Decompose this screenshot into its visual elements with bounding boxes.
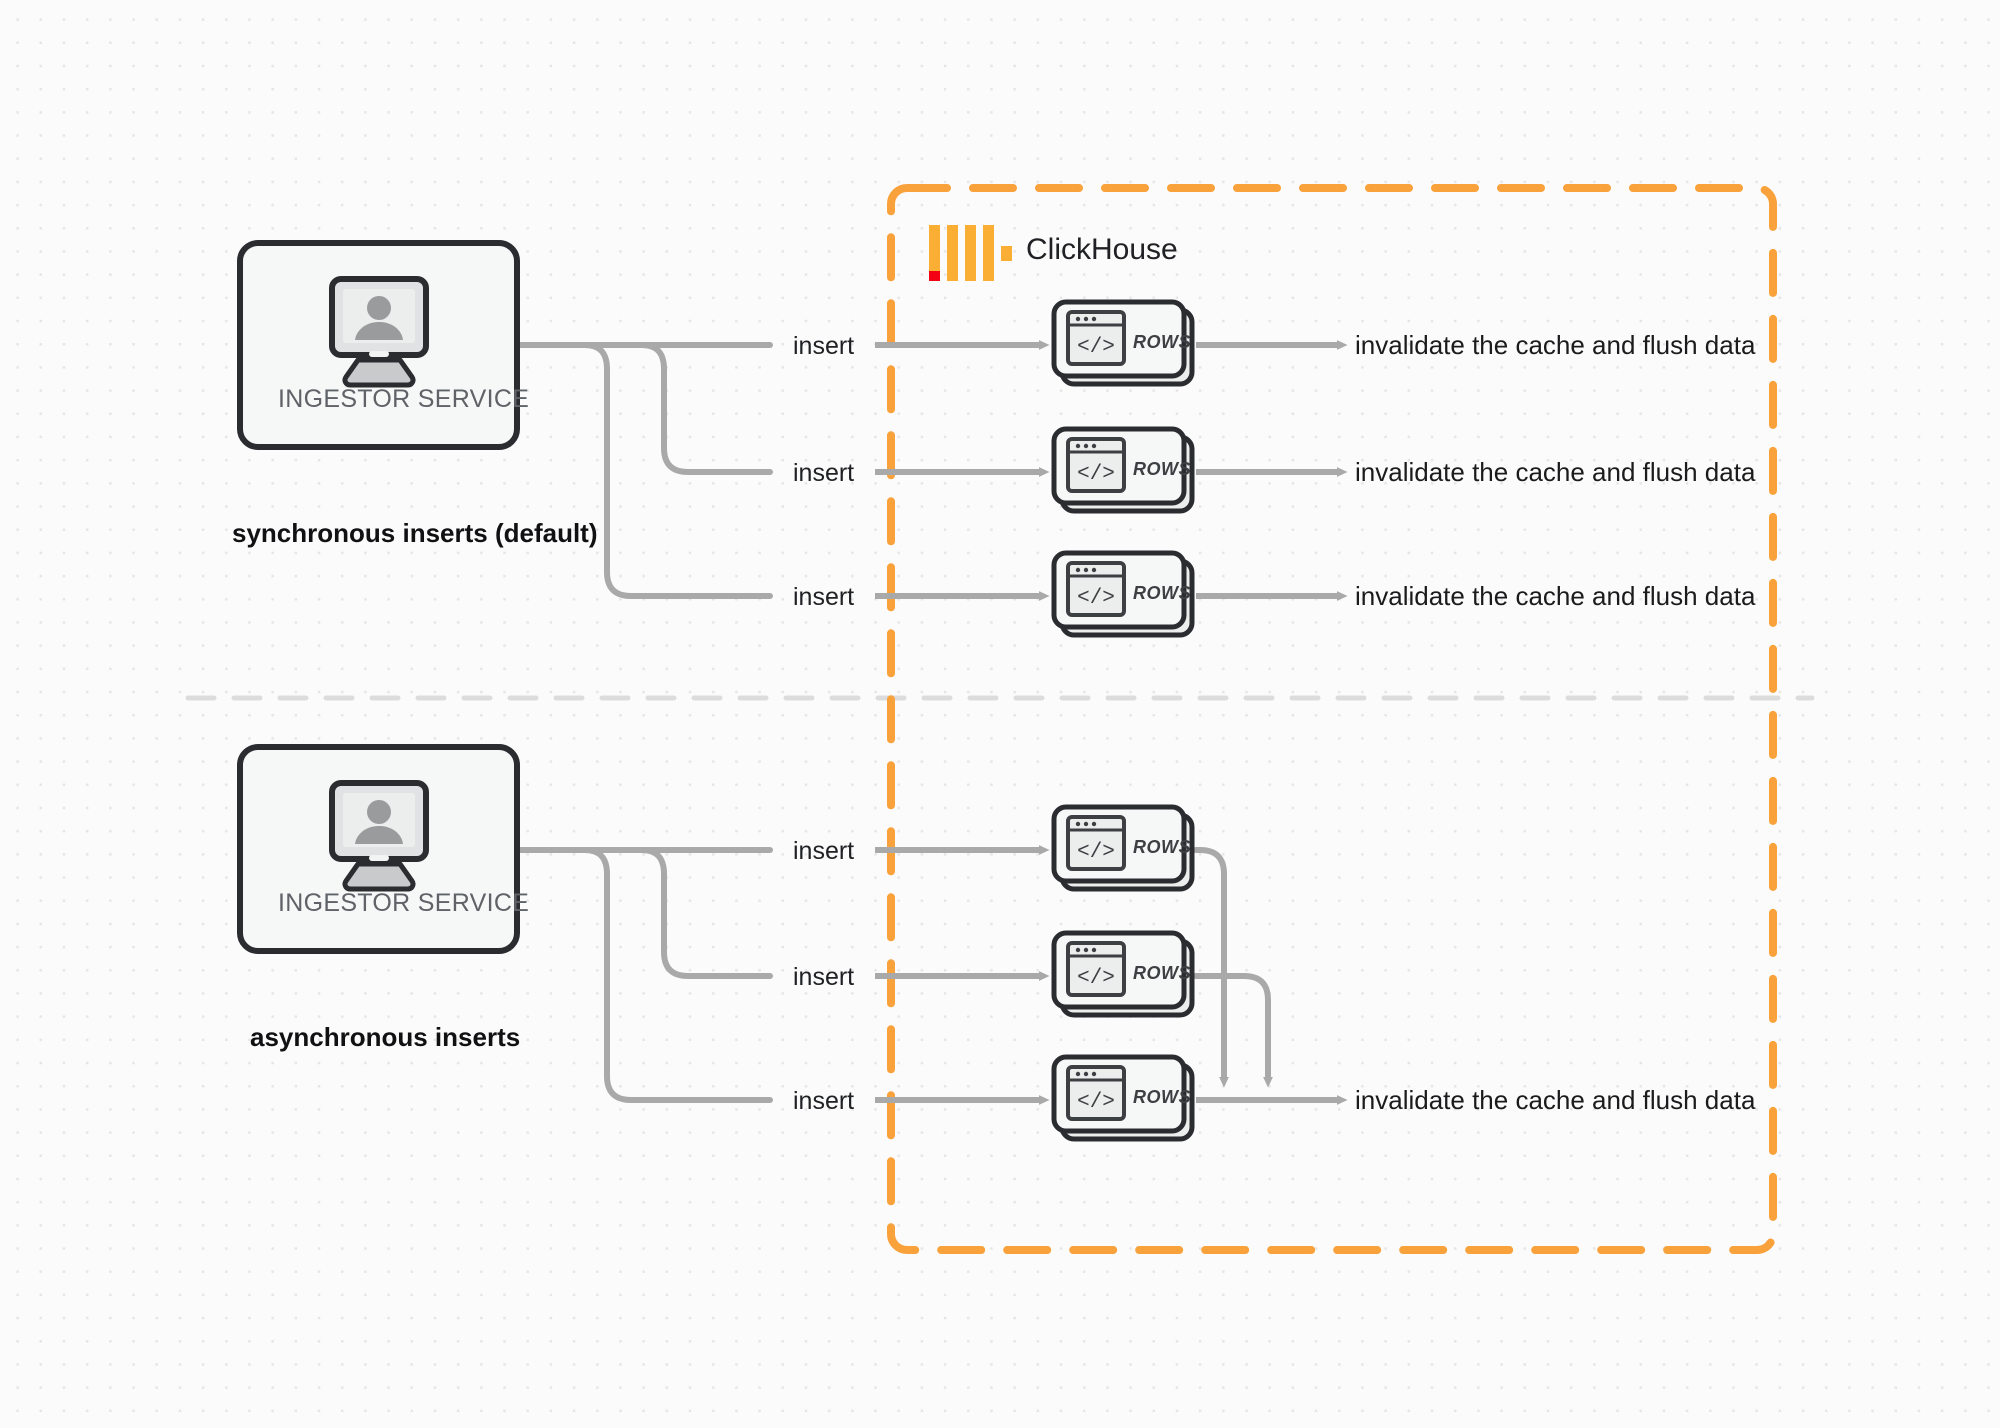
async-branch-row2 bbox=[637, 847, 773, 979]
async-branch-row3 bbox=[580, 847, 773, 1103]
async-merge-row2 bbox=[1193, 973, 1273, 1088]
flush-result-label: invalidate the cache and flush data bbox=[1355, 457, 1756, 487]
rows-card[interactable]: </> bbox=[1051, 1054, 1195, 1142]
insert-label: insert bbox=[793, 332, 855, 360]
monitor-user-icon bbox=[329, 276, 429, 388]
rows-card-label: ROWS bbox=[1133, 332, 1191, 352]
svg-text:</>: </> bbox=[1077, 1091, 1115, 1114]
code-window-icon: </> bbox=[1066, 941, 1126, 997]
rows-card-label: ROWS bbox=[1133, 459, 1191, 479]
rows-card-label: ROWS bbox=[1133, 1087, 1191, 1107]
sync-branch-row3 bbox=[580, 342, 773, 599]
insert-label: insert bbox=[793, 459, 855, 487]
ingestor-service-node-async[interactable] bbox=[237, 744, 520, 954]
svg-text:</>: </> bbox=[1077, 587, 1115, 610]
rows-card[interactable]: </> bbox=[1051, 299, 1195, 387]
rows-card-label: ROWS bbox=[1133, 583, 1191, 603]
rows-card[interactable]: </> bbox=[1051, 930, 1195, 1018]
clickhouse-brand-label: ClickHouse bbox=[1026, 233, 1178, 266]
clickhouse-logo-icon bbox=[929, 225, 1012, 281]
code-window-icon: </> bbox=[1066, 437, 1126, 493]
code-window-icon: </> bbox=[1066, 815, 1126, 871]
code-window-icon: </> bbox=[1066, 561, 1126, 617]
code-window-icon: </> bbox=[1066, 310, 1126, 366]
code-window-icon: </> bbox=[1066, 1065, 1126, 1121]
clickhouse-boundary bbox=[887, 184, 1777, 1254]
sync-branch-row2 bbox=[637, 342, 773, 475]
rows-card[interactable]: </> bbox=[1051, 804, 1195, 892]
section-label-asynchronous: asynchronous inserts bbox=[250, 1022, 521, 1052]
flush-result-label: invalidate the cache and flush data bbox=[1355, 1085, 1756, 1115]
svg-text:</>: </> bbox=[1077, 967, 1115, 990]
insert-label: insert bbox=[793, 583, 855, 611]
svg-text:</>: </> bbox=[1077, 463, 1115, 486]
rows-card-label: ROWS bbox=[1133, 963, 1191, 983]
flush-result-label: invalidate the cache and flush data bbox=[1355, 581, 1756, 611]
rows-card[interactable]: </> bbox=[1051, 426, 1195, 514]
insert-label: insert bbox=[793, 963, 855, 991]
ingestor-service-label-async: INGESTOR SERVICE bbox=[278, 889, 530, 917]
insert-label: insert bbox=[793, 837, 855, 865]
insert-label: insert bbox=[793, 1087, 855, 1115]
ingestor-service-node-sync[interactable] bbox=[237, 240, 520, 450]
svg-text:</>: </> bbox=[1077, 841, 1115, 864]
section-label-synchronous: synchronous inserts (default) bbox=[232, 518, 598, 548]
rows-card-label: ROWS bbox=[1133, 837, 1191, 857]
async-merge-row1 bbox=[1193, 847, 1229, 1088]
svg-text:</>: </> bbox=[1077, 336, 1115, 359]
rows-card[interactable]: </> bbox=[1051, 550, 1195, 638]
flush-result-label: invalidate the cache and flush data bbox=[1355, 330, 1756, 360]
monitor-user-icon bbox=[329, 780, 429, 892]
ingestor-service-label-sync: INGESTOR SERVICE bbox=[278, 385, 530, 413]
